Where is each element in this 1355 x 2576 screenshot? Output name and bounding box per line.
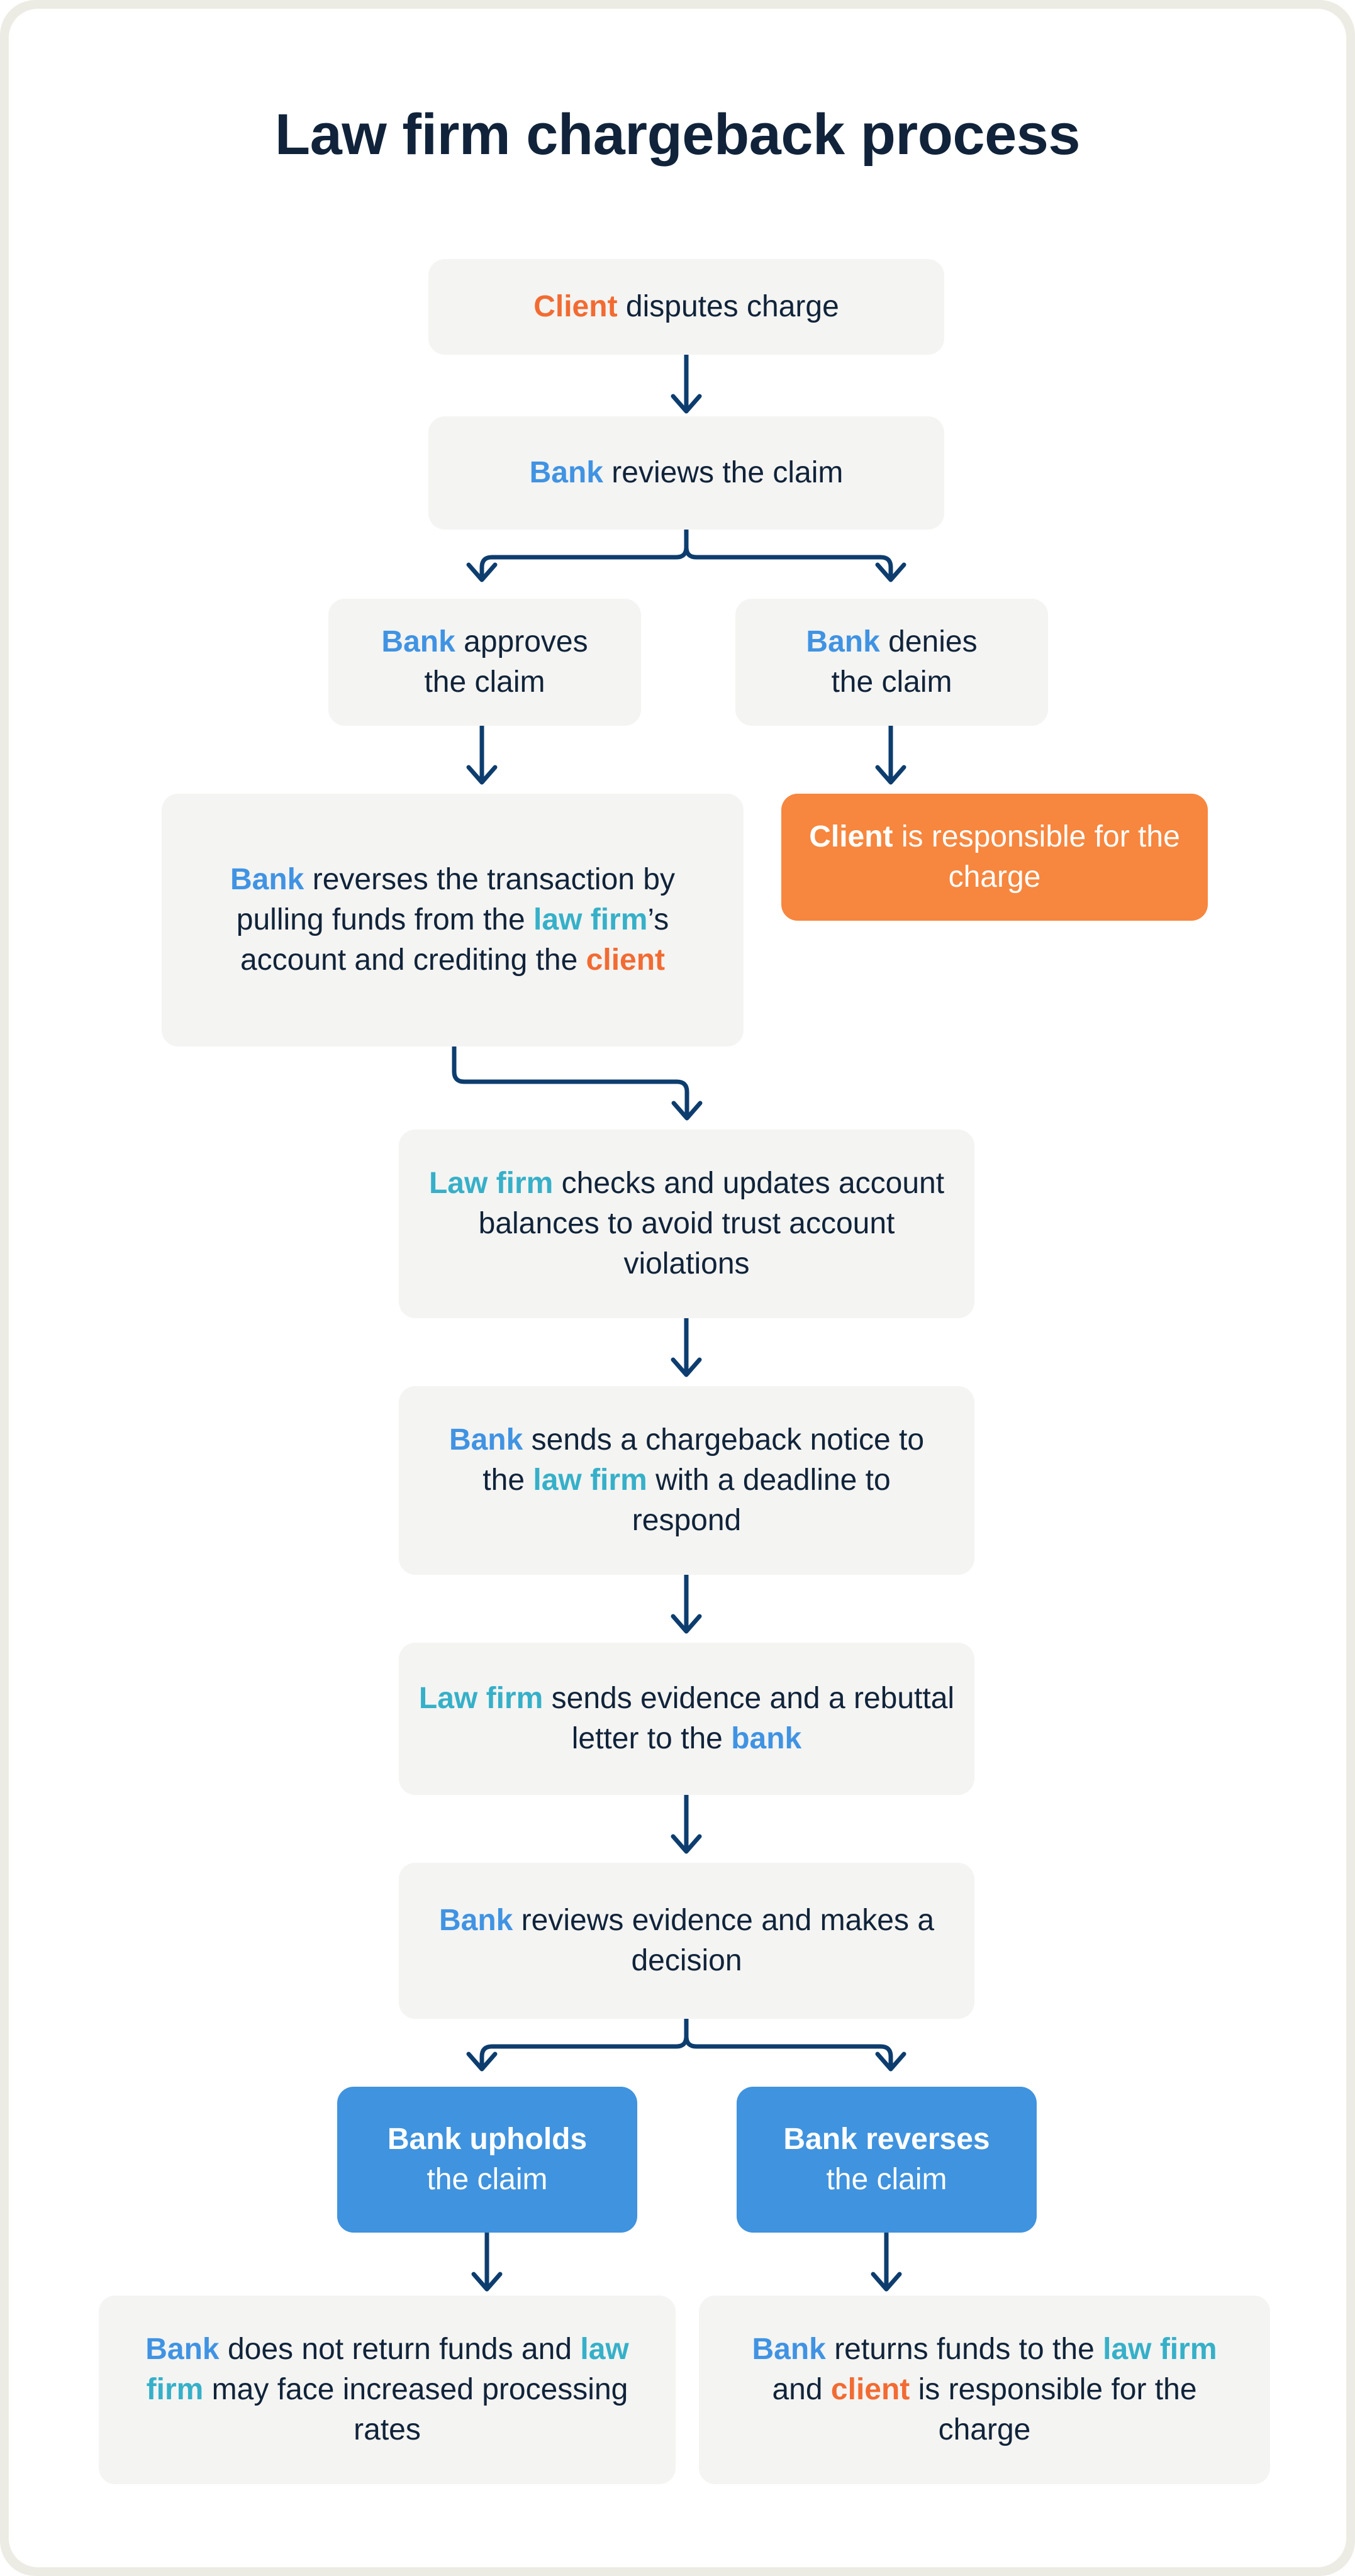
node-n13-text-1: does not return funds and	[219, 2333, 581, 2367]
node-n4-text-line1: denies	[879, 625, 978, 659]
edge-n11-n13	[471, 2230, 503, 2292]
node-n10-text: reviews evidence and makes a decision	[513, 1904, 935, 1977]
node-n5-text-1: reverses the transaction by pulling fund…	[236, 863, 675, 937]
node-n1-entity: Client	[533, 290, 618, 324]
node-n3-entity: Bank	[381, 625, 455, 659]
node-n13-text-2: may face increased processing rates	[203, 2373, 628, 2446]
node-n11-line2: the claim	[427, 2163, 548, 2196]
node-bank-reviews-evidence[interactable]: Bank reviews evidence and makes a decisi…	[399, 1863, 974, 2019]
node-n2-entity: Bank	[529, 456, 603, 490]
node-client-disputes-charge[interactable]: Client disputes charge	[428, 259, 944, 355]
node-n9-entity-lawfirm: Law firm	[418, 1682, 544, 1716]
node-bank-no-return-funds[interactable]: Bank does not return funds and law firm …	[99, 2296, 676, 2484]
node-n4-text-line2: the claim	[831, 665, 952, 699]
node-bank-upholds-claim[interactable]: Bank upholds the claim	[337, 2087, 637, 2233]
node-n13-entity-lawfirm: law firm	[146, 2333, 629, 2407]
page-title: Law firm chargeback process	[274, 103, 1081, 167]
node-lawfirm-checks-balances[interactable]: Law firm checks and updates account bala…	[399, 1130, 974, 1318]
node-n14-text-2: and	[772, 2373, 831, 2407]
node-n11-line1: Bank upholds	[387, 2123, 588, 2157]
edge-n7-n8	[671, 1316, 702, 1377]
node-n8-text-2: with a deadline to respond	[632, 1463, 891, 1537]
edge-n10-split	[466, 2016, 906, 2072]
node-n4-entity: Bank	[806, 625, 880, 659]
node-n9-text: sends evidence and a rebuttal letter to …	[543, 1682, 955, 1755]
node-bank-returns-funds[interactable]: Bank returns funds to the law firm and c…	[699, 2296, 1270, 2484]
node-n8-text-1: sends a chargeback notice to the	[482, 1423, 925, 1497]
node-n14-entity-lawfirm: law firm	[1103, 2333, 1217, 2367]
node-n6-text: is responsible for the charge	[893, 820, 1180, 894]
node-client-responsible-charge[interactable]: Client is responsible for the charge	[781, 794, 1208, 921]
node-lawfirm-sends-evidence[interactable]: Law firm sends evidence and a rebuttal l…	[399, 1643, 974, 1795]
node-n3-text-line1: approves	[455, 625, 588, 659]
diagram-canvas: Law firm chargeback process	[9, 9, 1346, 2567]
node-n12-line2: the claim	[826, 2163, 947, 2196]
node-n7-text: checks and updates account balances to a…	[478, 1167, 945, 1280]
node-n12-line1: Bank reverses	[783, 2123, 990, 2157]
node-n8-entity-lawfirm: law firm	[533, 1463, 647, 1497]
node-bank-reverses-claim[interactable]: Bank reverses the claim	[737, 2087, 1037, 2233]
node-bank-denies-claim[interactable]: Bank denies the claim	[735, 599, 1048, 726]
edge-n5-n7	[452, 1044, 703, 1121]
node-n9-entity-bank: bank	[731, 1722, 802, 1755]
node-n13-entity-bank: Bank	[145, 2333, 220, 2367]
node-n5-entity-client: client	[586, 943, 666, 977]
node-n14-text-1: returns funds to the	[825, 2333, 1103, 2367]
edge-n2-split	[466, 527, 906, 582]
node-n14-text-3: is responsible for the charge	[910, 2373, 1197, 2446]
node-n5-entity-bank: Bank	[230, 863, 304, 897]
node-n8-entity-bank: Bank	[449, 1423, 523, 1457]
node-n7-entity-lawfirm: Law firm	[428, 1167, 554, 1201]
node-bank-approves-claim[interactable]: Bank approves the claim	[328, 599, 641, 726]
node-n10-entity-bank: Bank	[438, 1904, 513, 1938]
node-n5-entity-lawfirm: law firm	[533, 903, 648, 937]
edge-n8-n9	[671, 1572, 702, 1634]
edge-n1-n2	[671, 352, 702, 414]
edge-n9-n10	[671, 1792, 702, 1854]
node-n6-entity-client: Client	[809, 820, 893, 854]
edge-n4-n6	[875, 723, 906, 785]
node-n2-text: reviews the claim	[603, 456, 844, 490]
node-bank-sends-chargeback-notice[interactable]: Bank sends a chargeback notice to the la…	[399, 1386, 974, 1575]
node-bank-reviews-claim[interactable]: Bank reviews the claim	[428, 416, 944, 530]
node-n1-text: disputes charge	[617, 290, 839, 324]
node-n3-text-line2: the claim	[424, 665, 545, 699]
node-n14-entity-client: client	[830, 2373, 910, 2407]
edge-n3-n5	[466, 723, 498, 785]
edge-n12-n14	[871, 2230, 902, 2292]
node-n5-text-2: ’s account and crediting the	[240, 903, 669, 977]
node-bank-reverses-transaction[interactable]: Bank reverses the transaction by pulling…	[162, 794, 744, 1046]
node-n14-entity-bank: Bank	[752, 2333, 826, 2367]
